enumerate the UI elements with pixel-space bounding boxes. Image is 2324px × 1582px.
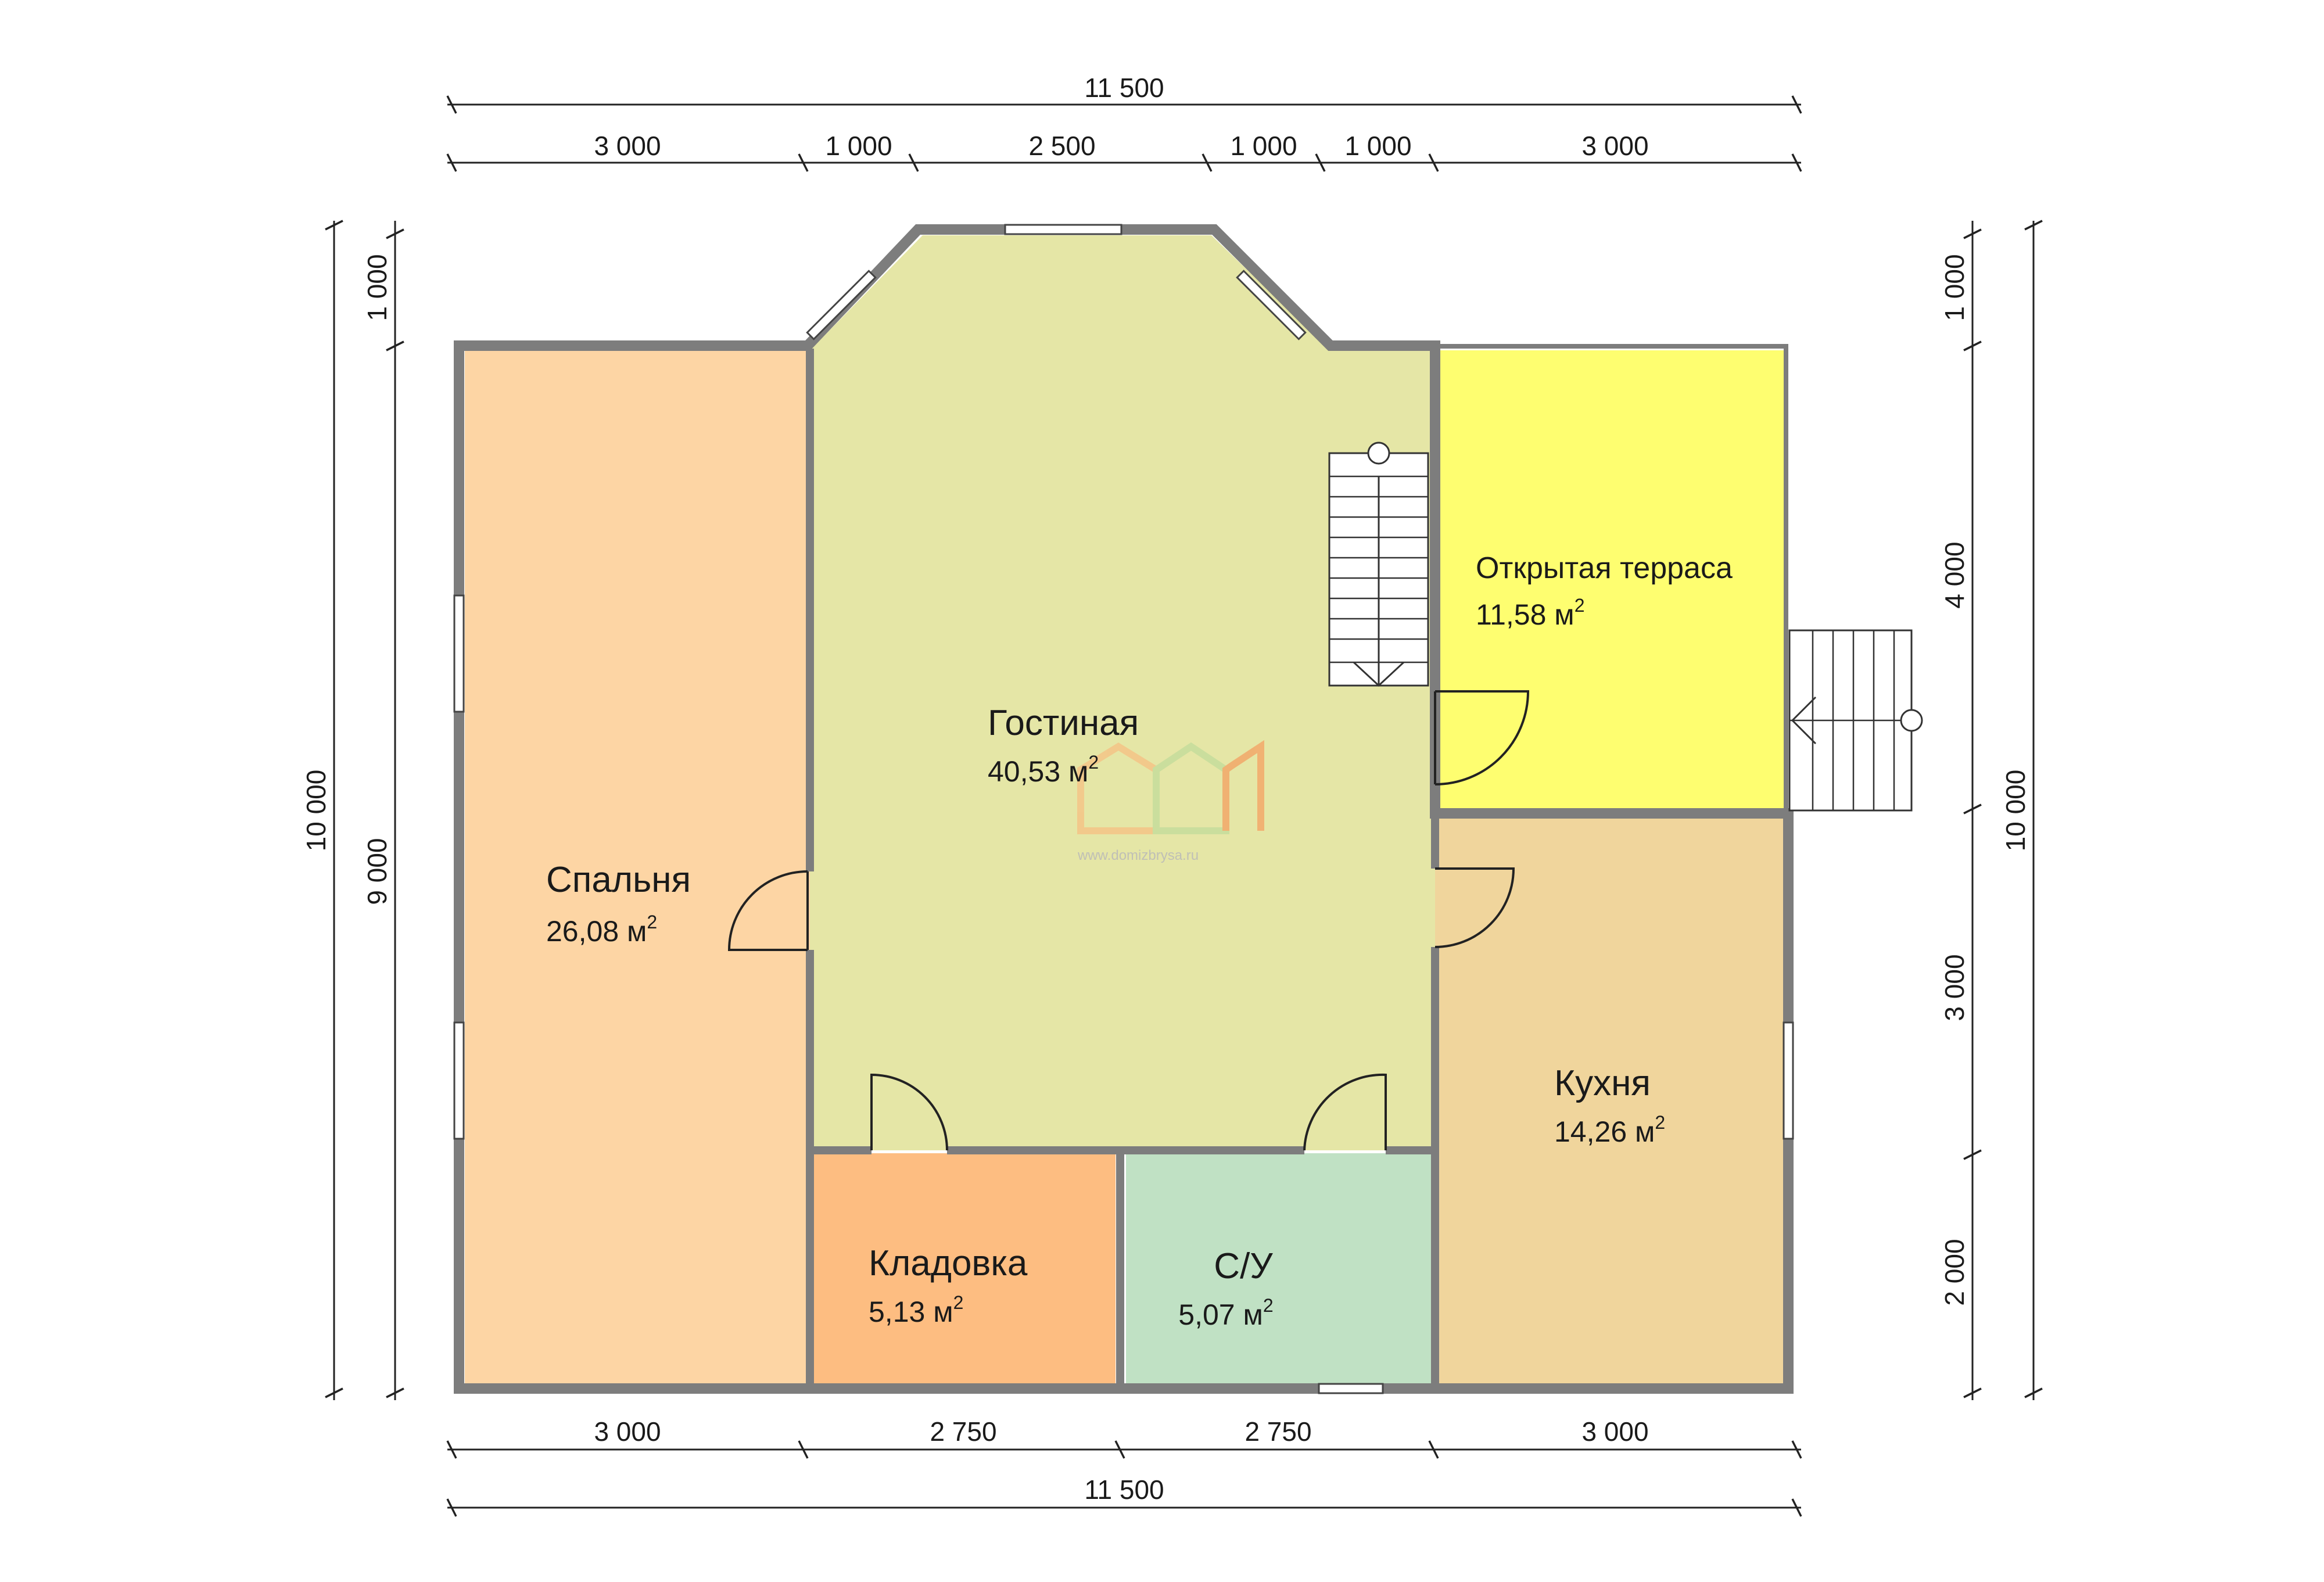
right-segment-1: 1 000	[1939, 254, 1970, 321]
room-storage-name: Кладовка	[869, 1243, 1028, 1283]
left-overall-label: 10 000	[301, 770, 331, 852]
room-bathroom-fill	[1126, 1153, 1435, 1383]
left-segment-2: 9 000	[362, 838, 392, 905]
bottom-segment-dimensions: 3 000 2 750 2 750 3 000	[446, 1416, 1802, 1459]
room-bathroom-area: 5,07 м2	[1178, 1295, 1273, 1331]
window-living-top	[1004, 224, 1122, 235]
room-storage-fill	[812, 1153, 1116, 1383]
room-living-name: Гостиная	[988, 703, 1139, 743]
top-segment-5: 1 000	[1344, 131, 1411, 161]
room-bathroom-name: С/У	[1214, 1246, 1273, 1286]
window-living-diag-left	[806, 270, 877, 340]
room-bedroom-area: 26,08 м2	[546, 912, 657, 948]
right-segment-3: 3 000	[1939, 954, 1970, 1021]
bottom-segment-1: 3 000	[594, 1416, 661, 1447]
bottom-segment-4: 3 000	[1581, 1416, 1648, 1447]
bottom-segment-3: 2 750	[1245, 1416, 1311, 1447]
top-segment-6: 3 000	[1581, 131, 1648, 161]
interior-stair	[1328, 442, 1429, 687]
top-segment-1: 3 000	[594, 131, 661, 161]
right-overall-dimension: 10 000	[2000, 220, 2043, 1400]
top-segment-4: 1 000	[1230, 131, 1297, 161]
top-segment-2: 1 000	[825, 131, 892, 161]
top-segment-dimensions: 3 000 1 000 2 500 1 000 1 000 3 000	[446, 131, 1802, 172]
right-segment-4: 2 000	[1939, 1239, 1970, 1305]
room-bedroom-name: Спальня	[546, 860, 691, 900]
room-living-area: 40,53 м2	[988, 752, 1099, 788]
bottom-overall-label: 11 500	[1084, 1475, 1164, 1505]
top-overall-label: 11 500	[1084, 73, 1164, 103]
door-storage	[870, 1073, 948, 1151]
room-kitchen-area: 14,26 м2	[1554, 1112, 1665, 1148]
bottom-segment-2: 2 750	[930, 1416, 996, 1447]
room-terrace-fill	[1435, 350, 1784, 809]
watermark-url: www.domizbrysa.ru	[1077, 848, 1199, 863]
door-kitchen	[1434, 867, 1515, 948]
room-bedroom-fill	[465, 350, 810, 1383]
top-segment-3: 2 500	[1028, 131, 1095, 161]
door-terrace	[1434, 690, 1530, 785]
room-living-fill	[810, 235, 1435, 1150]
window-living-diag-right	[1236, 270, 1307, 340]
window-kitchen	[1783, 1021, 1794, 1140]
right-segment-2: 4 000	[1939, 541, 1970, 608]
room-kitchen-name: Кухня	[1554, 1063, 1651, 1103]
room-kitchen-fill	[1435, 813, 1784, 1383]
left-overall-dimension: 10 000	[301, 220, 343, 1400]
left-segment-1: 1 000	[362, 254, 392, 321]
right-overall-label: 10 000	[2000, 770, 2031, 852]
right-segment-dimensions: 1 000 4 000 3 000 2 000	[1939, 221, 1982, 1400]
room-storage-area: 5,13 м2	[869, 1292, 963, 1328]
watermark-logo: www.domizbrysa.ru	[1077, 740, 1264, 863]
room-terrace-area: 11,58 м2	[1476, 595, 1584, 631]
door-bedroom	[727, 870, 809, 951]
room-terrace-name: Открытая терраса	[1476, 551, 1733, 585]
bottom-overall-dimension: 11 500	[446, 1475, 1802, 1517]
top-overall-dimension: 11 500	[446, 73, 1802, 114]
left-segment-dimensions: 1 000 9 000	[362, 221, 404, 1400]
window-bedroom-2	[453, 1021, 465, 1140]
entrance-steps	[1788, 629, 1923, 812]
window-bedroom-1	[453, 594, 465, 713]
door-bathroom	[1303, 1073, 1387, 1151]
window-bathroom	[1318, 1383, 1384, 1394]
